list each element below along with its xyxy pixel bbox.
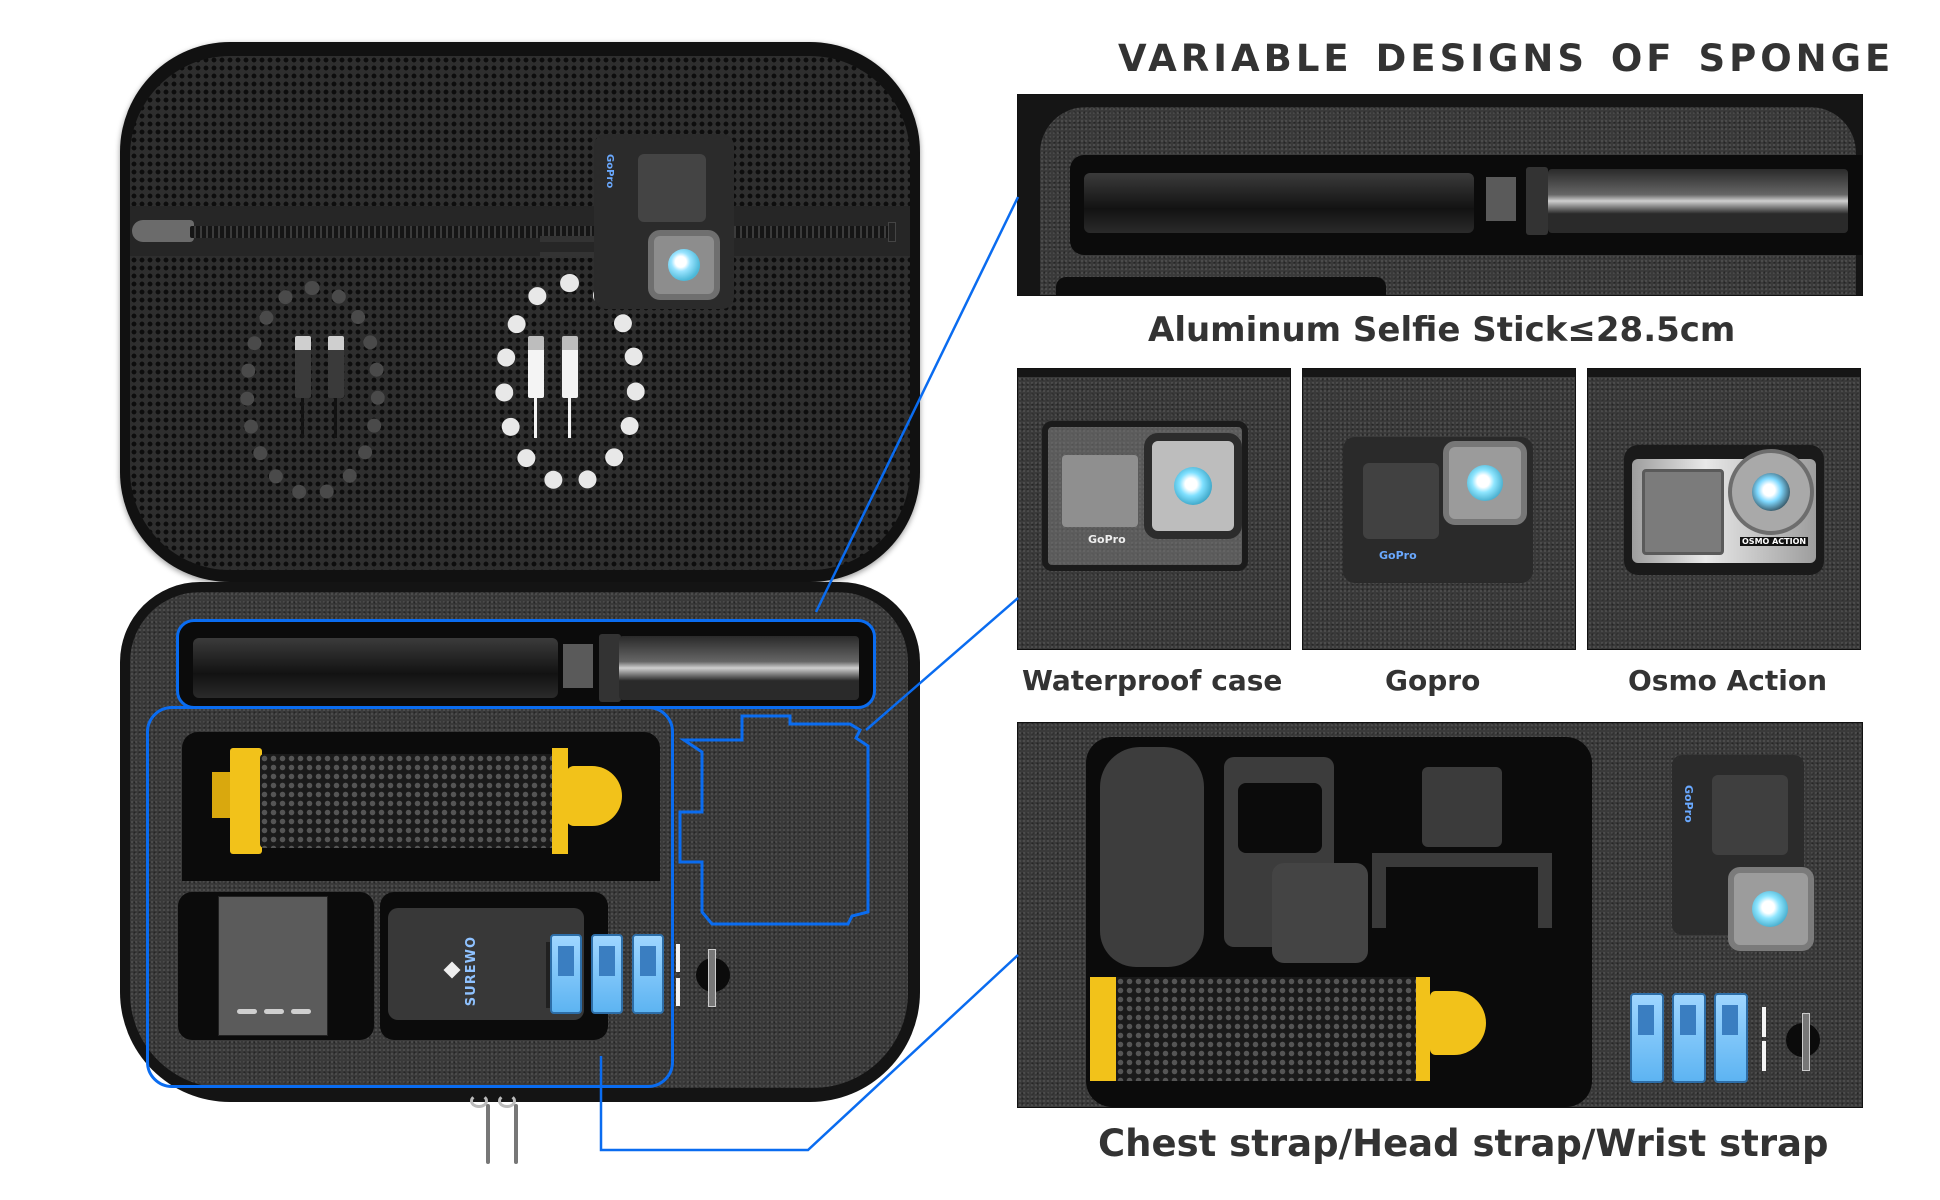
osmo-front-screen [1642,469,1724,555]
white-cable-wire [568,398,571,438]
zipper-ring-icon [470,1094,488,1108]
gopro-camera: GoPro [1672,755,1814,951]
black-cable-wire [301,398,304,438]
float-grip-slot[interactable] [176,726,666,881]
selfie-stick-panel [1017,94,1863,296]
diamond-icon [443,961,461,979]
battery-charger-slot[interactable] [178,892,374,1040]
gopro-mount-fingers [540,236,600,258]
sd-card-slot[interactable] [676,944,680,972]
selfie-stick-tripod [619,636,859,700]
micro-sd-card [1802,1013,1810,1071]
selfie-stick-mount [1486,177,1516,221]
black-cable-coil [240,281,385,501]
black-cable-plug [295,336,311,398]
gopro-cutout-outline[interactable] [672,712,892,932]
osmo-action-camera: OSMO ACTION [1624,445,1824,575]
gopro-camera: GoPro [1343,437,1533,583]
camera-lens-icon [1144,433,1242,539]
charger-led-icon [291,1009,311,1014]
gopro-front-screen [1363,463,1439,539]
selfie-stick-cavity [1070,155,1862,255]
camera-lens-icon [1728,867,1814,951]
osmo-faceplate: OSMO ACTION [1632,449,1816,563]
osmo-action-caption: Osmo Action [1628,664,1828,697]
float-grip-cap [230,748,262,854]
foam-insert: SUREWO [130,592,908,1088]
phone-holder-clamp [1372,853,1552,928]
micro-sd-card [708,949,716,1007]
battery-slot [1714,993,1748,1083]
white-cable-wire [534,398,537,438]
white-cable-plug [562,336,578,398]
white-cable-plug [528,336,544,398]
gopro-camera: GoPro [594,134,734,309]
zipper-ring-icon [498,1094,516,1108]
waterproof-case-caption: Waterproof case [1022,664,1283,697]
accessory-group-outline[interactable] [146,706,674,1088]
camera-lens-icon [1728,449,1814,535]
case-edge [1018,369,1290,377]
foam-insert [1040,107,1862,295]
housing-screen [1062,455,1138,527]
gopro-front-screen [1712,775,1788,855]
lens-cap [1272,863,1368,963]
battery-slot[interactable] [550,934,582,1014]
sd-card-slot[interactable] [676,978,680,1006]
sd-card-slot [1762,1007,1766,1037]
gopro-logo: GoPro [1682,785,1695,823]
gopro-logo: GoPro [604,154,615,189]
selfie-stick-caption: Aluminum Selfie Stick≤28.5cm [1148,310,1736,350]
gopro-front-screen [638,154,706,222]
charger-led-icon [237,1009,257,1014]
clip-brand-label: SUREWO [464,936,479,1007]
float-grip-body [260,754,560,848]
waterproof-housing: GoPro [1042,421,1248,571]
chest-strap-clip [1100,747,1204,967]
osmo-action-panel: OSMO ACTION [1587,368,1861,650]
case-edge [1303,369,1575,377]
float-grip-body [1090,977,1430,1081]
float-grip-cap [552,748,568,854]
float-grip-cavity [1056,277,1386,295]
accessories-caption: Chest strap/Head strap/Wrist strap [1098,1122,1829,1165]
battery-slot[interactable] [632,934,664,1014]
osmo-logo: OSMO ACTION [1740,537,1809,546]
phone-holder-post [1422,767,1502,847]
zipper-pull-icon[interactable] [132,220,194,242]
selfie-stick-handle [193,638,558,698]
selfie-stick-mount [563,644,593,688]
battery-slot [1672,993,1706,1083]
zipper[interactable] [130,206,910,256]
float-grip-mount [566,766,622,826]
zipper-pull-cord[interactable] [514,1104,518,1164]
gopro-caption: Gopro [1385,664,1481,697]
sd-card-slot [1762,1041,1766,1071]
charger-led-icon [264,1009,284,1014]
selfie-stick-slot[interactable] [176,619,876,709]
battery-charger [218,896,328,1036]
waterproof-case-panel: GoPro [1017,368,1291,650]
battery-slot[interactable] [591,934,623,1014]
gopro-logo: GoPro [1088,533,1126,546]
black-cable-wire [334,398,337,438]
zipper-pull-cord[interactable] [486,1104,490,1164]
zipper-stop [888,222,896,242]
selfie-stick-tripod [1548,169,1848,233]
case-edge [1588,369,1860,377]
case-lid [120,42,920,582]
float-grip-mount [1430,991,1486,1055]
page-title: VARIABLE DESIGNS OF SPONGE [1118,37,1895,80]
gopro-logo: GoPro [1379,549,1417,562]
gopro-panel: GoPro [1302,368,1576,650]
camera-lens-icon [1443,441,1527,525]
mesh-pocket [130,56,910,570]
battery-slot [1630,993,1664,1083]
selfie-stick-handle [1084,173,1474,233]
selfie-stick-collar [1526,167,1548,235]
black-cable-plug [328,336,344,398]
camera-lens-icon [648,230,720,300]
selfie-stick-collar [599,634,621,702]
accessories-panel: GoPro [1017,722,1863,1108]
